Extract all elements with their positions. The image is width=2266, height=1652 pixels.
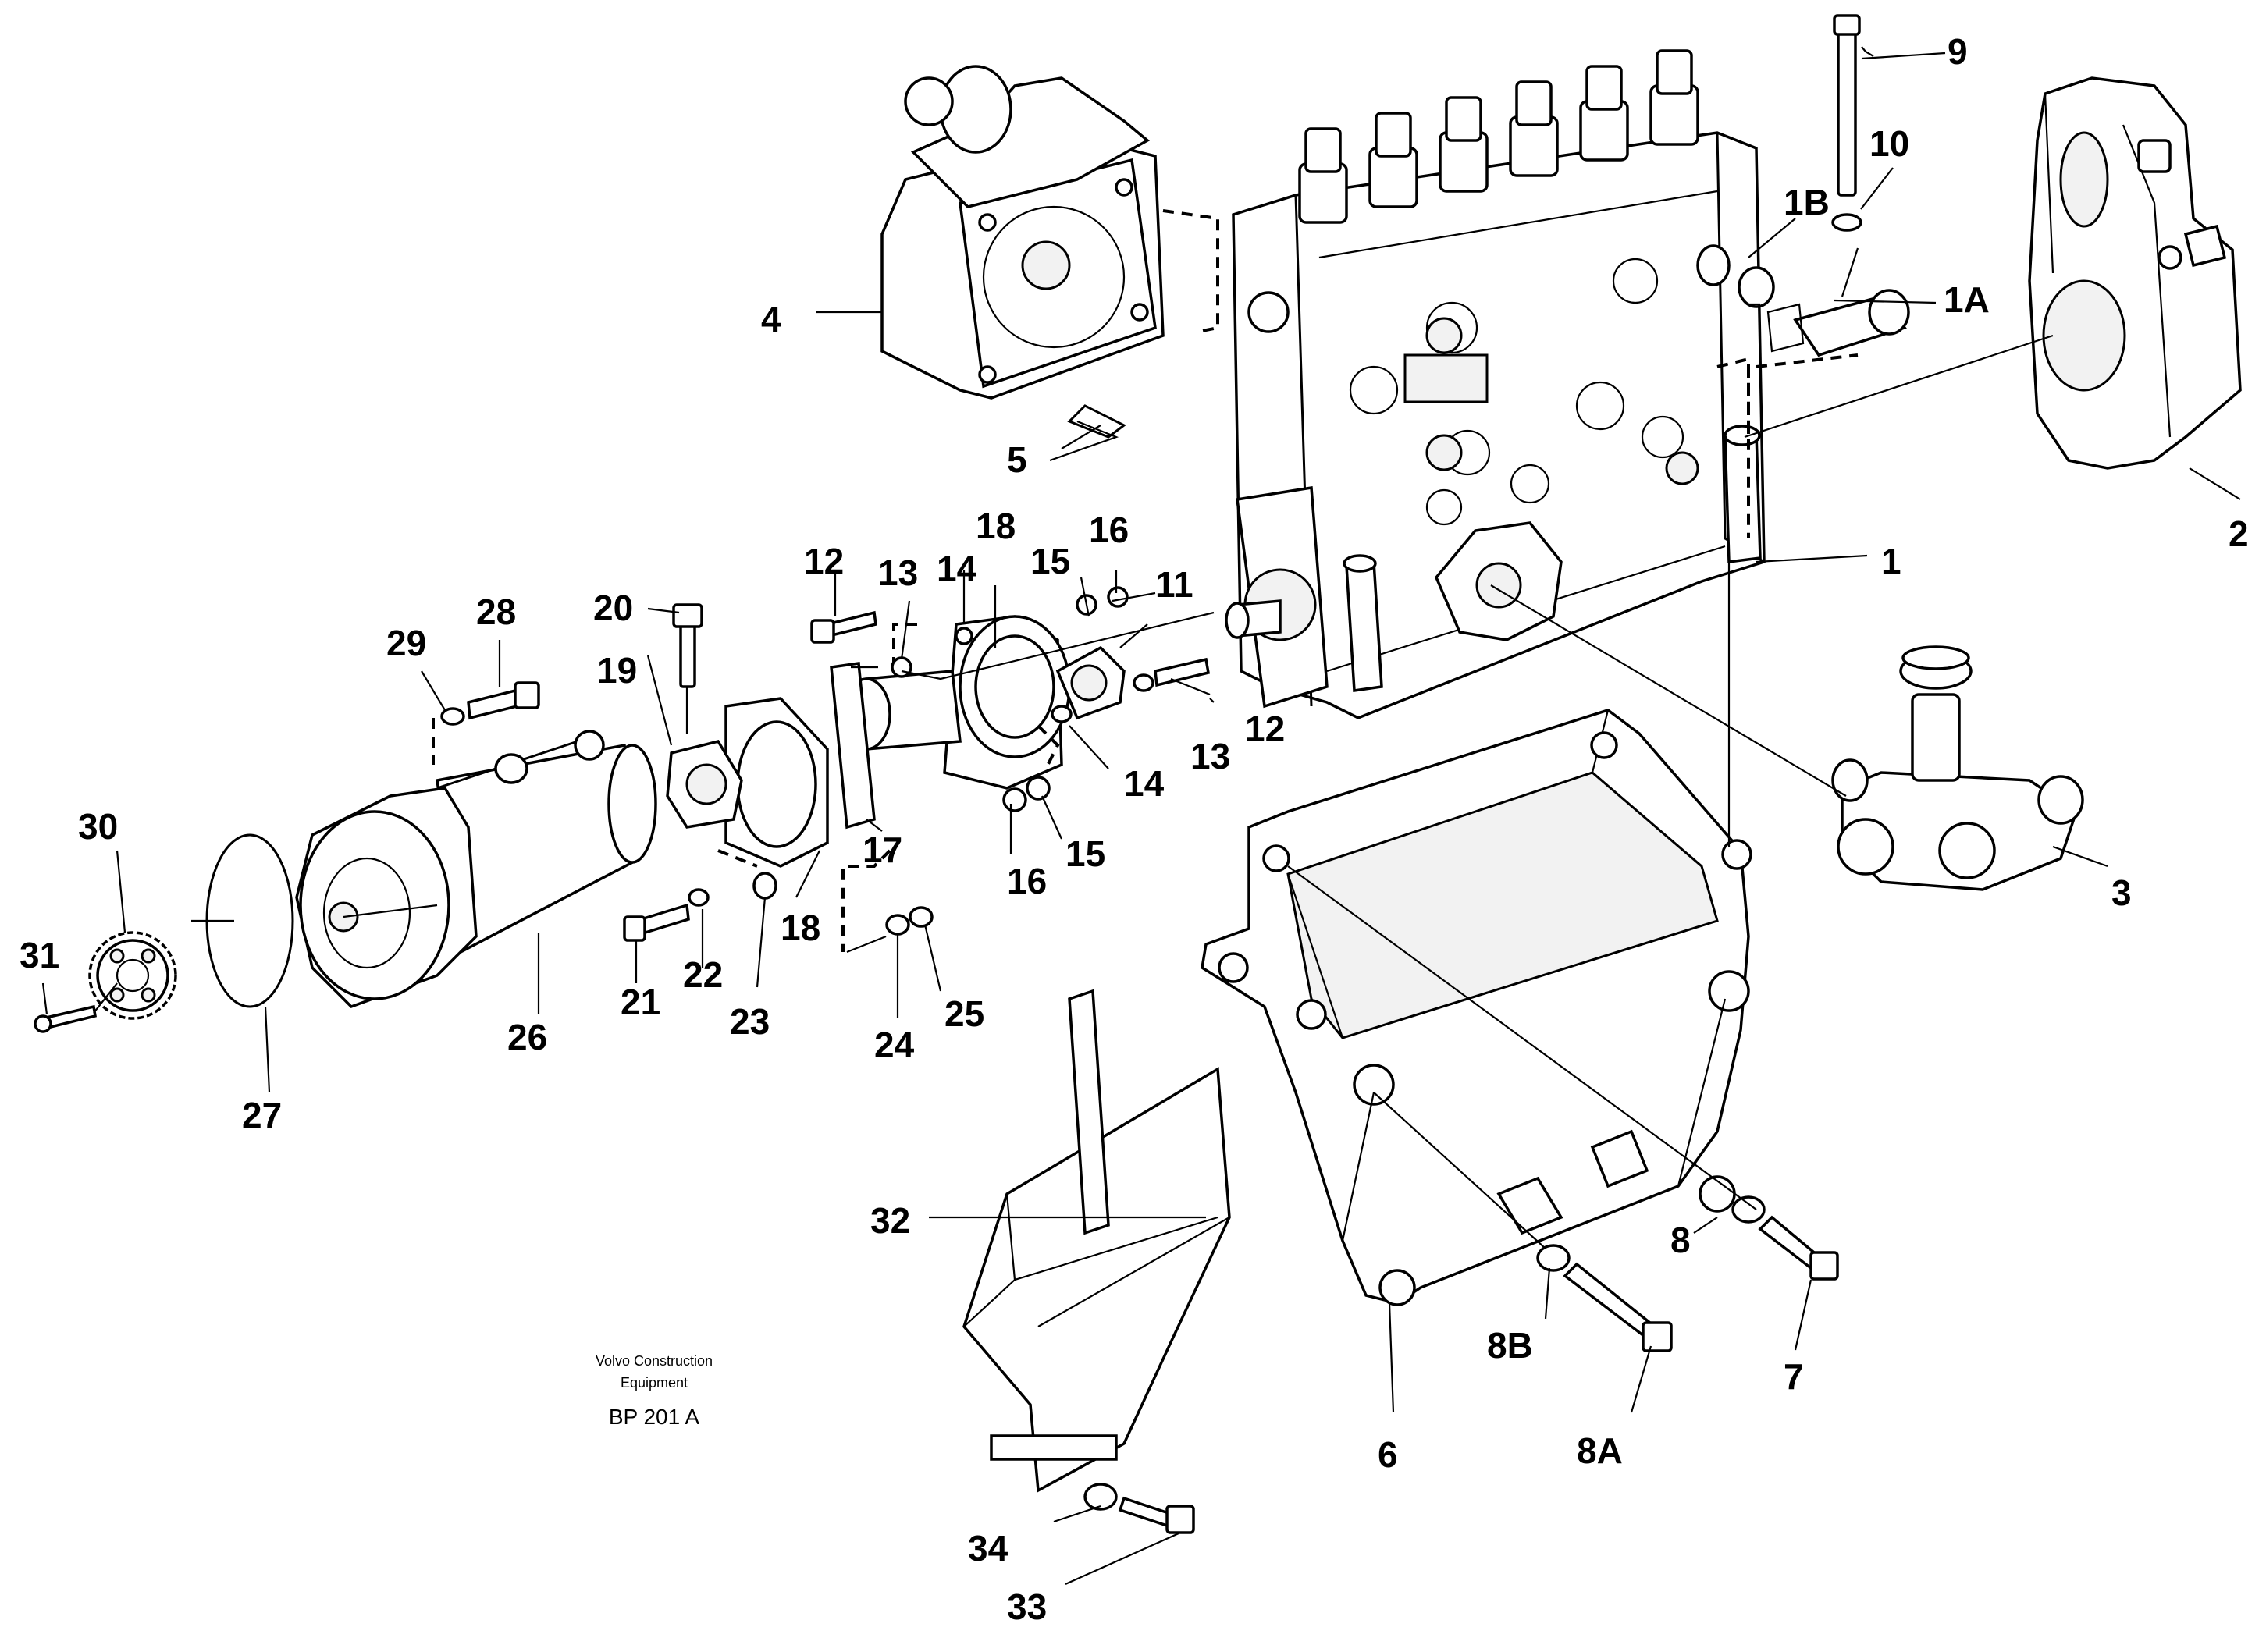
governor-housing <box>880 65 1290 400</box>
callout-25: 25 <box>944 993 984 1034</box>
credit-block: Volvo Construction Equipment BP 201 A <box>596 1353 713 1429</box>
callout-13-right: 13 <box>1190 736 1230 776</box>
callout-2: 2 <box>2229 513 2249 554</box>
callout-4: 4 <box>761 299 781 339</box>
callout-10: 10 <box>1869 123 1909 164</box>
credit-line-1: Volvo Construction <box>596 1353 713 1369</box>
callout-8B: 8B <box>1487 1325 1533 1366</box>
feed-pump <box>1831 645 2084 891</box>
drive-gear <box>88 931 177 1020</box>
callout-3: 3 <box>2111 872 2132 913</box>
fasteners <box>34 586 1839 1534</box>
callout-24: 24 <box>874 1025 915 1065</box>
delivery-valve-holders <box>1298 49 1699 224</box>
callout-14-left: 14 <box>937 549 977 589</box>
injection-pump-body <box>1225 131 1766 719</box>
callout-29: 29 <box>386 623 426 663</box>
credit-line-2: Equipment <box>621 1375 688 1391</box>
cover-plate <box>962 989 1231 1493</box>
callout-leaders <box>41 46 2241 1586</box>
callout-32: 32 <box>870 1200 910 1241</box>
callout-12-right: 12 <box>1245 709 1285 749</box>
leader-lines <box>93 303 2054 1249</box>
callout-13-left: 13 <box>878 552 918 593</box>
callout-31: 31 <box>20 935 59 975</box>
callout-7: 7 <box>1784 1356 1804 1397</box>
callout-20: 20 <box>593 588 633 628</box>
callout-labels: 1 1A 1B 2 3 4 5 6 7 8 8A 8B 9 10 11 12 1… <box>20 31 2249 1627</box>
callout-6: 6 <box>1378 1434 1398 1475</box>
pump-console <box>1201 709 1752 1306</box>
callout-30: 30 <box>78 806 118 847</box>
callout-26: 26 <box>507 1017 547 1057</box>
callout-23: 23 <box>730 1001 770 1042</box>
drawing-code: BP 201 A <box>609 1405 700 1429</box>
flange-gasket <box>724 697 829 868</box>
callout-28: 28 <box>476 592 516 632</box>
callout-12-left: 12 <box>804 541 844 581</box>
coupling-flange <box>830 615 1126 830</box>
callout-33: 33 <box>1007 1586 1047 1627</box>
timing-device <box>295 730 657 1009</box>
callout-19: 19 <box>597 650 637 691</box>
callout-1A: 1A <box>1944 279 1990 320</box>
callout-8A: 8A <box>1577 1430 1623 1471</box>
callout-9: 9 <box>1948 31 1968 72</box>
callout-22: 22 <box>683 954 723 995</box>
supply-pump-housing <box>2028 76 2242 470</box>
callout-18-lower: 18 <box>781 908 820 948</box>
callout-27: 27 <box>242 1095 282 1135</box>
callout-17: 17 <box>863 830 902 870</box>
callout-5: 5 <box>1007 439 1027 480</box>
callout-16-upper: 16 <box>1089 510 1129 550</box>
callout-15-upper: 15 <box>1030 541 1070 581</box>
callout-34: 34 <box>968 1528 1008 1569</box>
callout-1: 1 <box>1881 541 1901 581</box>
spring-clip <box>1061 404 1126 449</box>
callout-8: 8 <box>1670 1220 1691 1260</box>
adapter-flange <box>666 739 743 829</box>
callout-21: 21 <box>621 982 660 1022</box>
callout-18-upper: 18 <box>976 506 1016 546</box>
callout-11: 11 <box>1155 564 1193 605</box>
callout-1B: 1B <box>1784 182 1830 222</box>
callout-15-lower: 15 <box>1065 833 1105 874</box>
callout-14-right: 14 <box>1124 763 1165 804</box>
callout-16-lower: 16 <box>1007 861 1047 901</box>
